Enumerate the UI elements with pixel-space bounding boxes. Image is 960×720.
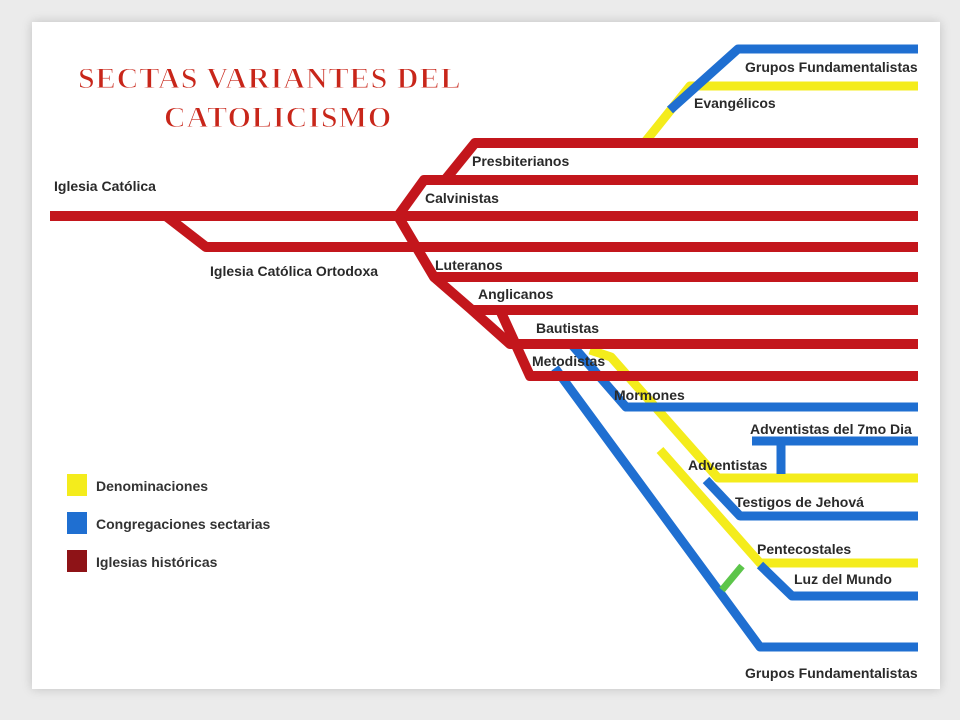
- legend-label-historicas: Iglesias históricas: [96, 554, 218, 570]
- label-luz-del-mundo: Luz del Mundo: [794, 571, 892, 587]
- title-line-1: SECTAS VARIANTES DEL: [78, 62, 461, 95]
- green-blend: [719, 563, 745, 593]
- label-testigos: Testigos de Jehová: [735, 494, 864, 510]
- grupos-fund-bottom-line: [551, 365, 918, 652]
- label-ortodoxa: Iglesia Católica Ortodoxa: [210, 263, 378, 279]
- label-anglicanos: Anglicanos: [478, 286, 554, 302]
- title-line-2: CATOLICISMO: [164, 101, 392, 134]
- legend-label-denominaciones: Denominaciones: [96, 478, 208, 494]
- label-adventistas: Adventistas: [688, 457, 768, 473]
- label-adventistas-7mo: Adventistas del 7mo Dia: [750, 421, 912, 437]
- label-grupos-fund-top: Grupos Fundamentalistas: [745, 59, 918, 75]
- calvinistas-trunk: [393, 175, 918, 219]
- label-evangelicos: Evangélicos: [694, 95, 776, 111]
- label-iglesia-catolica: Iglesia Católica: [54, 178, 156, 194]
- label-mormones: Mormones: [614, 387, 685, 403]
- mormones-line: [568, 342, 918, 412]
- label-bautistas: Bautistas: [536, 320, 599, 336]
- presbiterianos-line: [441, 138, 918, 184]
- label-pentecostales: Pentecostales: [757, 541, 851, 557]
- label-presbiterianos: Presbiterianos: [472, 153, 569, 169]
- ortodoxa-line: [162, 212, 918, 252]
- legend: Denominaciones Congregaciones sectarias …: [67, 474, 271, 572]
- label-calvinistas: Calvinistas: [425, 190, 499, 206]
- slide: SECTAS VARIANTES DEL CATOLICISMO Iglesia…: [32, 22, 940, 689]
- sect-diagram: SECTAS VARIANTES DEL CATOLICISMO Iglesia…: [50, 44, 918, 681]
- label-metodistas: Metodistas: [532, 353, 605, 369]
- legend-swatch-historicas: [67, 550, 87, 572]
- legend-swatch-congregaciones: [67, 512, 87, 534]
- congregaciones-lines: [551, 44, 918, 652]
- adventistas-line: [588, 345, 918, 483]
- legend-swatch-denominaciones: [67, 474, 87, 496]
- luz-del-mundo-line: [756, 561, 918, 601]
- testigos-line: [702, 476, 918, 521]
- denominaciones-lines: [588, 81, 918, 568]
- legend-label-congregaciones: Congregaciones sectarias: [96, 516, 271, 532]
- pentecostales-line: [656, 447, 918, 568]
- evangelicos-line: [641, 81, 918, 145]
- historicas-lines: [50, 138, 918, 381]
- metodistas-line: [495, 307, 918, 381]
- label-grupos-fund-bottom: Grupos Fundamentalistas: [745, 665, 918, 681]
- label-luteranos: Luteranos: [435, 257, 503, 273]
- grupos-fund-top-line: [666, 44, 918, 114]
